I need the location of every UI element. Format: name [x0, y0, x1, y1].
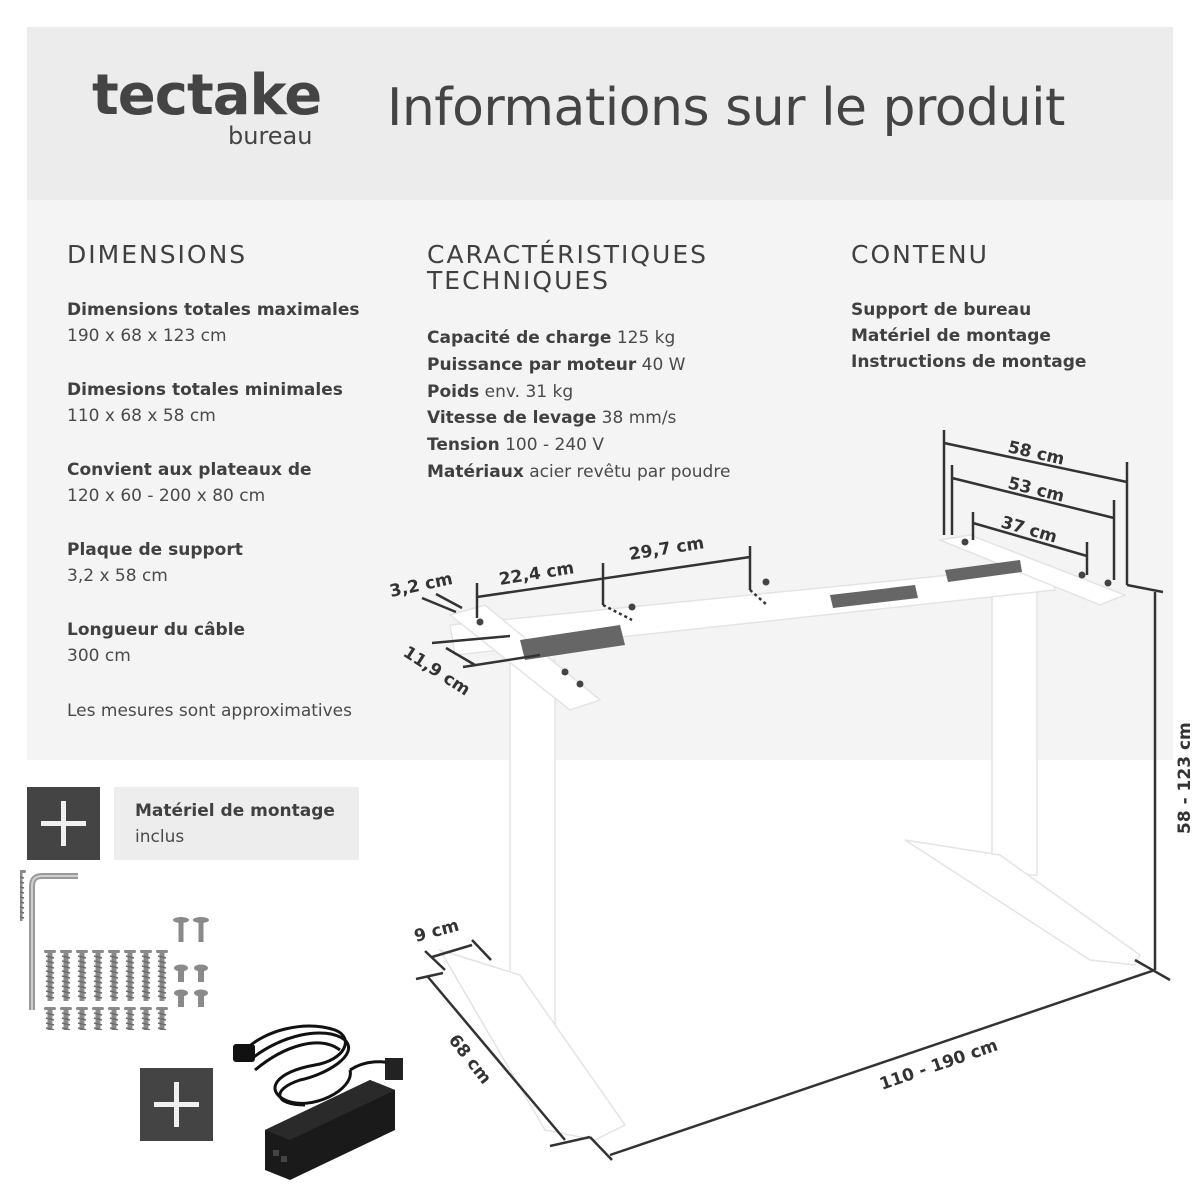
dimension-label: Dimensions totales maximales: [67, 300, 360, 320]
label-hole-spacing-2: 29,7 cm: [628, 533, 706, 565]
power-supply-illustration: [233, 1024, 403, 1180]
label-plate-width-inner: 37 cm: [999, 513, 1060, 548]
hardware-label: Matériel de montage: [135, 801, 335, 821]
contents-title: CONTENU: [851, 240, 989, 269]
label-foot-width: 9 cm: [412, 916, 461, 947]
spec-value: 125 kg: [616, 328, 676, 348]
technical-specs-list: Capacité de charge 125 kg Puissance par …: [427, 325, 730, 486]
approximate-note: Les mesures sont approximatives: [67, 701, 352, 721]
spec-label: Matériaux: [427, 461, 524, 482]
dimension-value: 120 x 60 - 200 x 80 cm: [67, 486, 266, 506]
plus-icon: [27, 787, 100, 860]
label-plate-width-mid: 53 cm: [1006, 473, 1067, 506]
dimension-item: Longueur du câble 300 cm: [67, 617, 245, 669]
allen-key-icon: [29, 873, 78, 1010]
technical-title-line1: CARACTÉRISTIQUES: [427, 240, 708, 269]
hardware-included-box: Matériel de montage inclus: [114, 787, 359, 860]
bolt-holes: [476, 538, 1112, 688]
brand-logo: tectake: [92, 63, 322, 128]
label-plate-thickness: 3,2 cm: [388, 569, 455, 602]
power-brick-icon: [265, 1080, 395, 1180]
label-plate-width-outer: 58 cm: [1006, 437, 1066, 469]
dimension-item: Dimensions totales maximales 190 x 68 x …: [67, 297, 360, 349]
dimension-label: Dimesions totales minimales: [67, 380, 343, 400]
spec-label: Poids: [427, 381, 480, 402]
spec-label: Tension: [427, 435, 500, 456]
mounting-plates: [520, 560, 1022, 660]
dimension-item: Dimesions totales minimales 110 x 68 x 5…: [67, 377, 343, 429]
technical-title: CARACTÉRISTIQUES TECHNIQUES: [427, 242, 708, 294]
header-panel: [27, 27, 1173, 200]
technical-title-line2: TECHNIQUES: [427, 266, 611, 295]
dimension-value: 190 x 68 x 123 cm: [67, 326, 227, 346]
spec-label: Vitesse de levage: [427, 408, 597, 429]
spec-value: 38 mm/s: [601, 408, 677, 429]
info-panel: [27, 200, 1173, 760]
spec-label: Puissance par moteur: [427, 354, 637, 375]
spec-row: Tension 100 - 240 V: [427, 432, 730, 459]
contents-item: Instructions de montage: [851, 352, 1087, 372]
dimension-lines: [415, 430, 1171, 1161]
spec-label: Capacité de charge: [427, 328, 612, 348]
brand-subtitle: bureau: [228, 122, 313, 150]
dimension-value: 300 cm: [67, 646, 131, 666]
spec-row: Vitesse de levage 38 mm/s: [427, 405, 730, 432]
dimensions-title: DIMENSIONS: [67, 240, 248, 269]
hardware-kit-illustration: [20, 870, 209, 1030]
spec-value: env. 31 kg: [484, 381, 574, 402]
label-height-range: 58 - 123 cm: [1175, 722, 1195, 834]
dimension-label: Plaque de support: [67, 540, 243, 560]
iec-connector-icon: [233, 1044, 255, 1062]
contents-item: Matériel de montage: [851, 326, 1051, 346]
dimension-label: Convient aux plateaux de: [67, 460, 312, 480]
machine-screws-icon: [173, 917, 209, 1007]
power-cable-icon: [243, 1024, 396, 1107]
hardware-sub: inclus: [135, 827, 185, 847]
contents-list: Support de bureau Matériel de montage In…: [851, 297, 1086, 375]
spec-row: Poids env. 31 kg: [427, 379, 730, 406]
dimension-value: 3,2 x 58 cm: [67, 566, 168, 586]
eu-plug-icon: [385, 1058, 403, 1080]
plus-icon: [140, 1068, 213, 1141]
dimension-item: Plaque de support 3,2 x 58 cm: [67, 537, 243, 589]
dimension-value: 110 x 68 x 58 cm: [67, 406, 216, 426]
dimension-item: Convient aux plateaux de 120 x 60 - 200 …: [67, 457, 312, 509]
spec-value: acier revêtu par poudre: [529, 461, 731, 482]
spec-row: Matériaux acier revêtu par poudre: [427, 459, 730, 486]
desk-frame-icon: [438, 534, 1141, 1141]
contents-item: Support de bureau: [851, 300, 1032, 320]
page-title: Informations sur le produit: [387, 78, 1065, 138]
label-foot-length: 68 cm: [444, 1031, 495, 1089]
spec-row: Puissance par moteur 40 W: [427, 352, 730, 379]
spec-value: 100 - 240 V: [505, 435, 604, 456]
wood-screws-icon: [20, 870, 169, 1030]
dimension-label: Longueur du câble: [67, 620, 246, 640]
spec-value: 40 W: [641, 354, 686, 375]
spec-row: Capacité de charge 125 kg: [427, 325, 730, 352]
